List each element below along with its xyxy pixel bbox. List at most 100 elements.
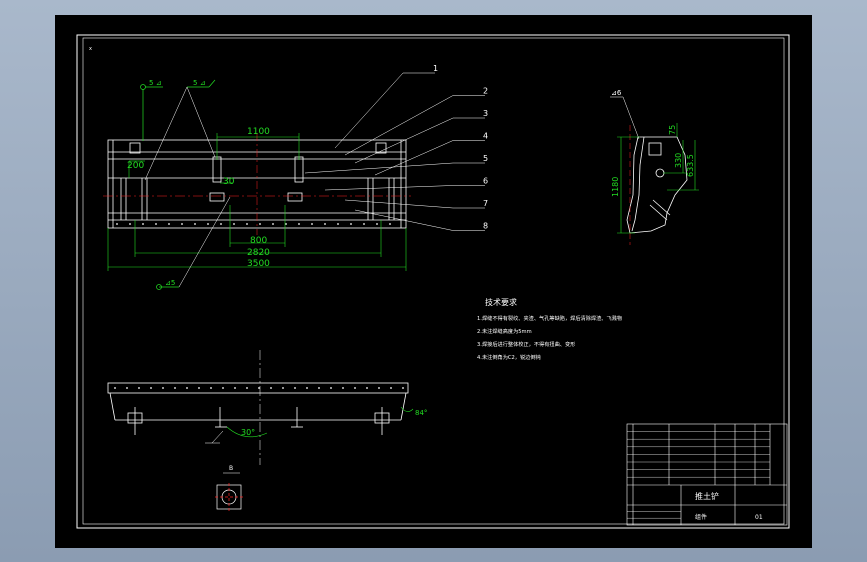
balloon-label: 7 (483, 199, 488, 208)
bolt-dot (294, 387, 296, 389)
tech-item-2: 2.未注焊缝高度为5mm (477, 327, 532, 335)
angle-84: 84° (415, 409, 427, 417)
bolt-dot (337, 223, 339, 225)
side-dimensions (617, 123, 699, 234)
bolt-dot (354, 387, 356, 389)
bolt-dot (126, 387, 128, 389)
bolt-dot (174, 387, 176, 389)
bolt-dot (318, 387, 320, 389)
tech-item-1: 1.焊缝不得有裂纹、夹渣、气孔等缺陷，焊后清除焊渣、飞溅物 (477, 314, 622, 322)
bolt-dot (402, 387, 404, 389)
balloon-leader (344, 95, 454, 156)
side-profile (626, 136, 688, 234)
top-view-outline (107, 382, 409, 394)
detail-label: B (229, 465, 233, 472)
dim-633-5: 633.5 (686, 154, 695, 177)
dim-3500: 3500 (247, 259, 270, 269)
bolt-dot (246, 223, 248, 225)
top-bolts (114, 387, 404, 389)
bolt-dot (270, 387, 272, 389)
bolt-dot (142, 223, 144, 225)
bolt-dot (272, 223, 274, 225)
balloon-leader (354, 209, 454, 231)
bolt-dot (168, 223, 170, 225)
balloon-leader (324, 185, 454, 191)
top-view (107, 382, 409, 435)
dim-75: 75 (668, 125, 677, 135)
bolt-dot (363, 223, 365, 225)
bolt-dot (306, 387, 308, 389)
cutting-edge-bolts (116, 223, 391, 225)
front-view (107, 139, 407, 229)
bolt-dot (350, 223, 352, 225)
bolt-dot (162, 387, 164, 389)
dim-200: 200 (127, 161, 144, 171)
bracket-right (375, 142, 387, 154)
weld-label-top-left: 5 ⊿ (149, 79, 162, 87)
balloon-leader (304, 162, 454, 174)
balloon-label: 2 (483, 87, 488, 96)
detail-view (215, 483, 243, 511)
title-block-rows (627, 431, 770, 519)
bolt-dot (186, 387, 188, 389)
bolt-dot (376, 223, 378, 225)
bolt-dot (234, 387, 236, 389)
dim-1100: 1100 (247, 127, 270, 137)
bolt-dot (246, 387, 248, 389)
balloon-label: 3 (483, 109, 488, 118)
tech-item-4: 4.未注倒角为C2，锐边倒钝 (477, 353, 541, 361)
bolt-dot (258, 387, 260, 389)
bolt-dot (390, 387, 392, 389)
bolt-dot (378, 387, 380, 389)
bolt-dot (233, 223, 235, 225)
drawing-name: 推土铲 (695, 491, 719, 501)
bolt-dot (114, 387, 116, 389)
bracket-left (129, 142, 141, 154)
material-note: 组件 (695, 513, 707, 521)
dim-2820: 2820 (247, 248, 270, 258)
tech-title: 技术要求 (485, 297, 517, 307)
balloon-leader (354, 117, 454, 164)
balloon-label: 1 (433, 64, 438, 73)
balloon-leader (334, 72, 404, 149)
balloon-label: 4 (483, 132, 488, 141)
drawing-sheet: x (55, 15, 812, 548)
bolt-dot (298, 223, 300, 225)
bolt-dot (282, 387, 284, 389)
weld-label-bottom: ⊿5 (165, 279, 175, 287)
bolt-dot (181, 223, 183, 225)
bolt-dot (324, 223, 326, 225)
bolt-dot (116, 223, 118, 225)
bolt-dot (207, 223, 209, 225)
dim-30: 30 (223, 177, 235, 187)
angle-30: 30° (241, 428, 255, 437)
bolt-dot (155, 223, 157, 225)
bolt-dot (330, 387, 332, 389)
weld-label-side: ⊿6 (611, 89, 622, 97)
tech-item-3: 3.焊接后进行整体校正，不得有扭曲、变形 (477, 340, 576, 348)
bolt-dot (138, 387, 140, 389)
drawing-canvas: x (76, 34, 790, 529)
corner-mark: x (89, 46, 92, 52)
bolt-dot (285, 223, 287, 225)
bolt-dot (366, 387, 368, 389)
front-dimensions (107, 133, 407, 271)
bolt-dot (210, 387, 212, 389)
outer-frame (76, 34, 790, 529)
bolt-dot (198, 387, 200, 389)
bolt-dot (194, 223, 196, 225)
bolt-dot (222, 387, 224, 389)
dim-1180: 1180 (611, 177, 620, 197)
weld-symbols-front (140, 79, 216, 290)
bolt-dot (129, 223, 131, 225)
side-view (626, 136, 688, 234)
bolt-dot (389, 223, 391, 225)
bolt-dot (220, 223, 222, 225)
balloon-leader (374, 140, 454, 176)
inner-frame (82, 37, 785, 525)
angle-dims (226, 406, 414, 438)
dim-330: 330 (674, 153, 683, 168)
bolt-dot (311, 223, 313, 225)
balloon-label: 5 (483, 154, 488, 163)
